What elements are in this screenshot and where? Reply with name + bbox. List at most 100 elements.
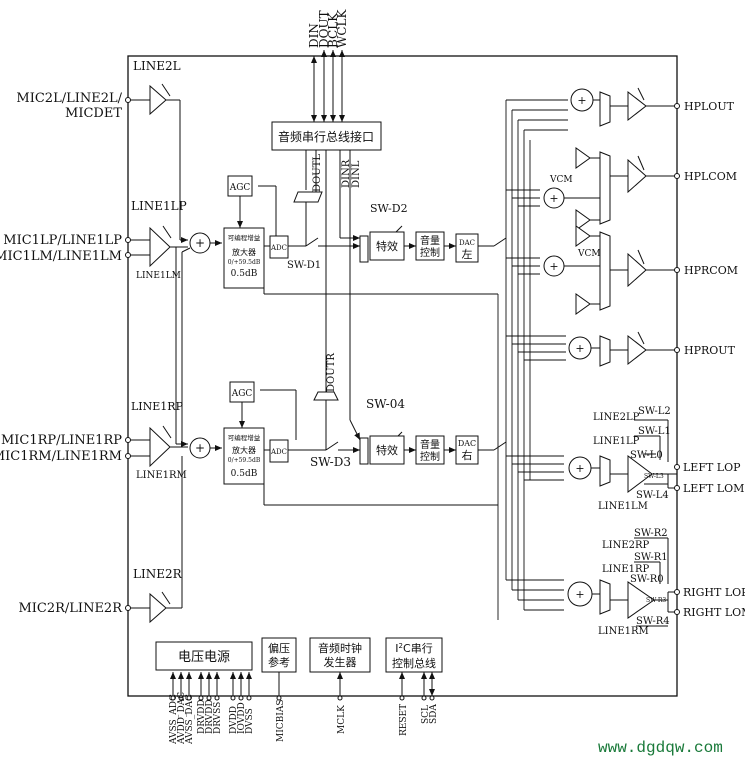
sum-right-plus: + [195,441,205,455]
right-pga-line4: 0.5dB [231,469,258,479]
pin-dout: DOUT [317,10,331,48]
left-lineout-stage [568,419,677,493]
i2c-rest: C串行 [403,642,433,655]
hplcom-vcm: VCM [549,175,573,185]
hplcom-pin [674,173,680,179]
mic1r-label-1: MIC1RP/LINE1RP [1,433,122,448]
right-lom-pin [674,609,680,615]
sum-left-plus: + [195,236,205,250]
i2c-block [385,637,443,673]
right-lo-line1rm: LINE1RM [598,626,649,637]
hprout-plus: + [575,342,584,355]
sw-d3-label: SW-D3 [310,455,351,469]
right-lo-sw-r2: SW-R2 [634,528,668,539]
pin-drvdd-2: DRVDD [205,699,215,734]
right-dac-label: DAC [458,439,476,448]
left-lo-line2lp: LINE2LP [593,412,640,423]
hprcom-label: HPRCOM [684,264,738,277]
right-lo-line1rp: LINE1RP [602,564,650,575]
left-lo-sw-l3: SW-L3 [644,473,664,480]
left-pga-line2: 放大器 [232,247,256,257]
bias-line2: 参考 [268,655,290,669]
sw-04-label: SW-04 [366,397,405,411]
left-lo-sw-l4: SW-L4 [636,490,669,501]
left-adc [269,235,289,259]
clock-line2: 发生器 [324,655,357,669]
pin-mclk: MCLK [337,705,347,734]
pin-avdd-dac: AVDD_DAC [177,692,187,745]
pin-avss-adc: AVSS_ADC [169,694,179,745]
right-lo-line2rp: LINE2RP [602,540,650,551]
bottom-pin-labels: AVSS_ADC AVDD_DAC AVSS_DAC DRVDD DRVDD D… [169,692,439,745]
bus-pin-labels: DIN DOUT BCLK WCLK [307,9,349,48]
hprcom-stage [543,225,677,315]
right-lom-label: RIGHT LOM [683,606,745,619]
mic1r-label-2: MIC1RM/LINE1RM [0,449,122,464]
pin-micbias: MICBIAS [276,700,286,743]
right-agc-label: AGC [231,389,253,399]
bottom-pin-leads [170,672,435,696]
hplout-stage [570,87,677,127]
right-pga-line3: 0/+59.5dB [228,457,261,464]
hplout-label: HPLOUT [684,100,735,113]
left-pga-line1: 可编程增益 [228,233,261,242]
right-volume-line1: 音量 [420,438,440,451]
right-pga-line2: 放大器 [232,445,256,455]
hprout-pin [674,347,680,353]
doutr-label: DOUTR [326,353,337,392]
left-path-wires [237,185,507,295]
pin-wclk: WCLK [335,9,349,48]
left-lop-pin [674,464,680,470]
hprout-label: HPROUT [684,344,736,357]
left-pga-line3: 0/+59.5dB [228,259,261,266]
right-pga [223,427,265,485]
bottom-pin-dots [170,695,435,701]
pin-scl: SCL [421,705,431,724]
left-dac [455,233,479,263]
sw-d1-label: SW-D1 [287,260,321,271]
line1lm-tag: LINE1LM [136,271,181,281]
left-effects-label: 特效 [376,239,398,253]
left-adc-label: ADC [270,244,287,252]
hplout-plus: + [577,94,586,107]
right-dac-side: 右 [462,448,473,462]
mic2l-label-1: MIC2L/LINE2L/ [16,91,122,106]
right-lo-plus: + [575,588,584,601]
pin-avss-dac: AVSS_DAC [185,694,195,745]
power-block [155,641,253,671]
left-effects [369,231,405,261]
mic1l-label-1: MIC1LP/LINE1LP [3,233,122,248]
left-lo-sw-l0: SW-L0 [630,450,663,461]
doutl-mux [293,191,323,203]
mic2r-label: MIC2R/LINE2R [18,601,123,616]
serial-bus-label: 音频串行总线接口 [278,129,374,144]
left-lop-label: LEFT LOP [683,461,741,474]
left-volume-line2: 控制 [420,246,440,259]
right-effects-mux [359,437,369,465]
left-lo-line1lp: LINE1LP [593,436,640,447]
right-pga-line1: 可编程增益 [228,433,261,442]
hplcom-stage [543,147,677,231]
hprcom-vcm: VCM [577,249,601,259]
right-lo-sw-r4: SW-R4 [636,616,670,627]
hplcom-plus: + [549,192,558,205]
line2l-tag: LINE2L [133,59,181,73]
i2c-2: 2 [399,642,403,650]
left-lom-pin [674,485,680,491]
right-dac [455,435,479,465]
right-volume [415,435,445,465]
left-input-section [125,83,222,447]
left-agc-label: AGC [229,183,251,193]
right-lo-sw-r3: SW-R3 [646,597,666,604]
pin-bclk: BCLK [326,12,340,48]
serial-bus-interface [271,121,382,151]
hprcom-pin [674,267,680,273]
i2c-i: I [395,642,398,655]
i2c-line2: 控制总线 [392,656,436,670]
pin-drvss: DRVSS [213,702,223,734]
hplout-pin [674,103,680,109]
right-lo-sw-r0: SW-R0 [630,574,664,585]
left-lo-plus: + [575,462,584,475]
right-adc-label: ADC [270,448,287,456]
left-volume [415,231,445,261]
